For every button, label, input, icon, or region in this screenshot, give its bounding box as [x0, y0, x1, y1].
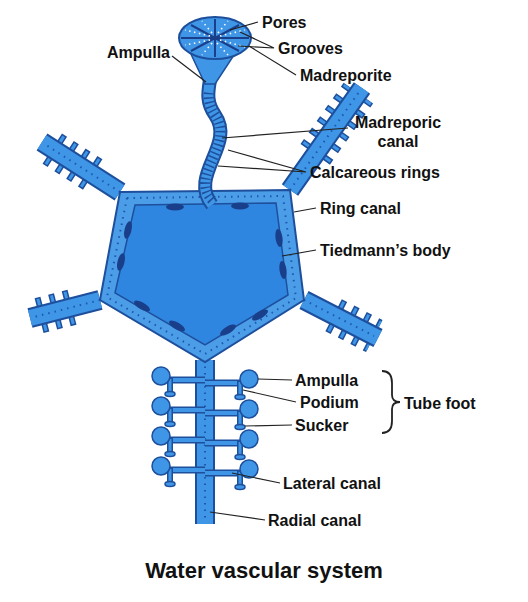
sucker: [235, 455, 245, 460]
radial-arm-fill: [30, 88, 378, 524]
tiedmann-body: [274, 229, 283, 248]
part-label: Pores: [262, 13, 352, 32]
sucker: [165, 392, 245, 490]
lateral-canal: [170, 380, 240, 473]
tube-foot-ampulla: [152, 427, 170, 445]
tube-foot-ampulla: [152, 367, 258, 478]
tube-foot-ampulla: [152, 367, 170, 385]
tiedmann-body: [250, 307, 269, 322]
sucker: [165, 392, 175, 397]
leader-line: [258, 379, 292, 380]
leader-line: [282, 250, 316, 256]
madreporic-canal-fill: [205, 80, 220, 205]
madreporite: [179, 17, 251, 59]
part-label: Grooves: [278, 39, 378, 58]
figure-caption: Water vascular system: [0, 558, 528, 584]
radial-arm-outline: [30, 88, 378, 524]
leader-line: [222, 128, 348, 138]
part-label: Calcareous rings: [310, 163, 480, 182]
leader-line: [294, 208, 316, 212]
leader-line: [218, 150, 306, 172]
sucker: [165, 422, 175, 427]
tube-foot-ampulla: [152, 457, 170, 475]
leader-line: [245, 425, 292, 426]
lateral-canal-fill: [171, 380, 239, 473]
arm-stipple: [34, 92, 374, 520]
tiedmann-body: [278, 261, 287, 280]
ring-canal: [100, 190, 304, 362]
tiedmann-body: [166, 204, 184, 211]
part-label: Madreporite: [300, 66, 420, 85]
madreporite-pores: [185, 21, 245, 55]
tiedmann-body: [218, 322, 237, 337]
part-label: Ampulla: [295, 371, 385, 390]
sucker: [235, 425, 245, 430]
sucker: [165, 482, 175, 487]
tiedmann-body: [167, 318, 186, 333]
podium: [170, 378, 240, 485]
part-label: Lateral canal: [283, 474, 423, 493]
leader-line: [243, 390, 296, 402]
part-label: Podium: [300, 393, 390, 412]
part-label: Radial canal: [268, 511, 408, 530]
madreporite-plate: [179, 17, 251, 59]
tube-foot-ampulla: [240, 430, 258, 448]
leader-line: [230, 22, 258, 30]
tiedmann-bodies: [116, 203, 288, 338]
leader-line: [210, 512, 265, 520]
tube-feet: [152, 367, 258, 490]
madreporite-grooves: [181, 19, 249, 57]
sucker: [235, 395, 245, 400]
tiedmann-body: [231, 203, 249, 210]
leader-line: [172, 56, 206, 82]
leader-line: [238, 32, 274, 48]
arm-group: [30, 88, 378, 524]
tube-foot-ampulla: [240, 370, 258, 388]
madreporic-canal: [205, 80, 220, 205]
leader-line: [232, 473, 280, 483]
sucker: [165, 452, 175, 457]
tube-foot-ampulla: [240, 400, 258, 418]
part-label: Madreporic canal: [346, 113, 450, 151]
madreporic-canal-outline: [205, 80, 220, 205]
tube-foot-bracket: [382, 371, 400, 433]
podium-fill: [170, 379, 240, 484]
part-label: Tiedmann’s body: [320, 241, 480, 260]
ring-canal-stipple: [107, 196, 296, 354]
tiedmann-body: [116, 252, 127, 271]
tiedmann-body: [123, 220, 134, 239]
part-label: Tube foot: [404, 394, 504, 413]
tube-foot-ampulla: [152, 397, 170, 415]
calcareous-rings: [205, 92, 220, 200]
ring-canal-inner: [115, 203, 288, 345]
part-label: Sucker: [295, 416, 385, 435]
part-label: Ampulla: [90, 43, 170, 62]
ring-canal-band: [100, 190, 304, 362]
tiedmann-body: [132, 298, 151, 313]
leader-lines: [172, 22, 400, 520]
sucker: [235, 485, 245, 490]
part-label: Ring canal: [320, 199, 440, 218]
